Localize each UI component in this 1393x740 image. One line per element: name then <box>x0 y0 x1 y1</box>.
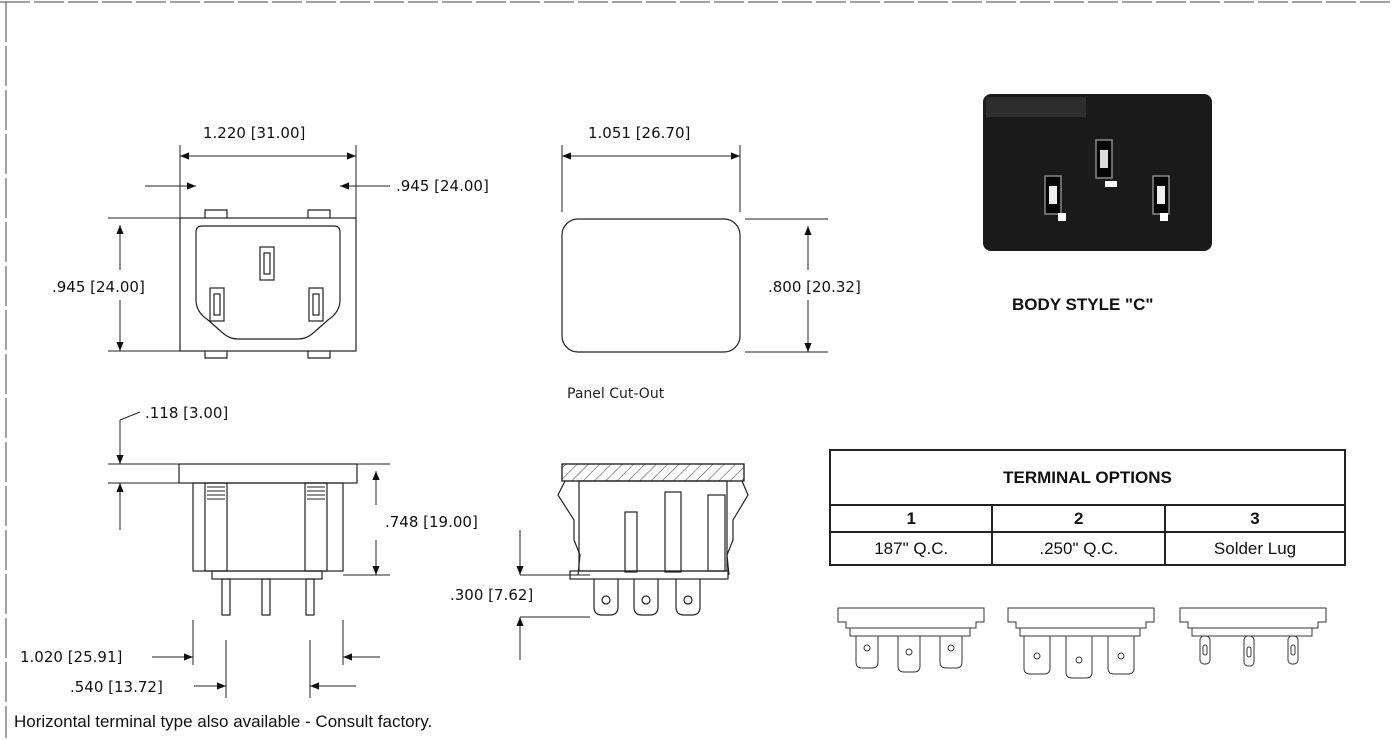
option-2-number: 2 <box>991 504 1167 533</box>
dim-cutout-height: .800 [20.32] <box>768 278 861 296</box>
dim-terminal-length: .300 [7.62] <box>450 586 533 604</box>
dim-cutout-width: 1.051 [26.70] <box>588 124 690 142</box>
body-style-photo <box>983 94 1212 251</box>
dim-front-height: .945 [24.00] <box>52 278 145 296</box>
option-3-label: Solder Lug <box>1164 531 1346 566</box>
side-view <box>178 463 358 616</box>
dim-terminal-span-outer: 1.020 [25.91] <box>20 648 122 666</box>
dim-front-inner-width: .945 [24.00] <box>396 177 489 195</box>
terminal-option-2-sketch <box>1007 607 1155 679</box>
dim-front-width: 1.220 [31.00] <box>203 124 305 142</box>
terminal-option-1-sketch <box>837 607 985 673</box>
section-view <box>557 463 749 616</box>
option-2-label: .250" Q.C. <box>991 531 1167 566</box>
front-view <box>179 209 357 359</box>
terminal-options-table: TERMINAL OPTIONS 1 2 3 187" Q.C. .250" Q… <box>828 449 1346 566</box>
terminal-option-3-sketch <box>1179 607 1327 667</box>
footnote: Horizontal terminal type also available … <box>14 712 433 731</box>
dim-terminal-span-inner: .540 [13.72] <box>70 678 163 696</box>
dim-flange-thickness: .118 [3.00] <box>145 404 228 422</box>
panel-cutout-view <box>561 218 741 353</box>
option-1-label: 187" Q.C. <box>828 531 994 566</box>
panel-cutout-label: Panel Cut-Out <box>567 386 665 402</box>
option-1-number: 1 <box>828 504 994 533</box>
terminal-options-title: TERMINAL OPTIONS <box>829 449 1346 506</box>
body-style-caption: BODY STYLE "C" <box>1012 295 1153 314</box>
option-3-number: 3 <box>1164 504 1346 533</box>
dim-body-depth: .748 [19.00] <box>385 513 478 531</box>
